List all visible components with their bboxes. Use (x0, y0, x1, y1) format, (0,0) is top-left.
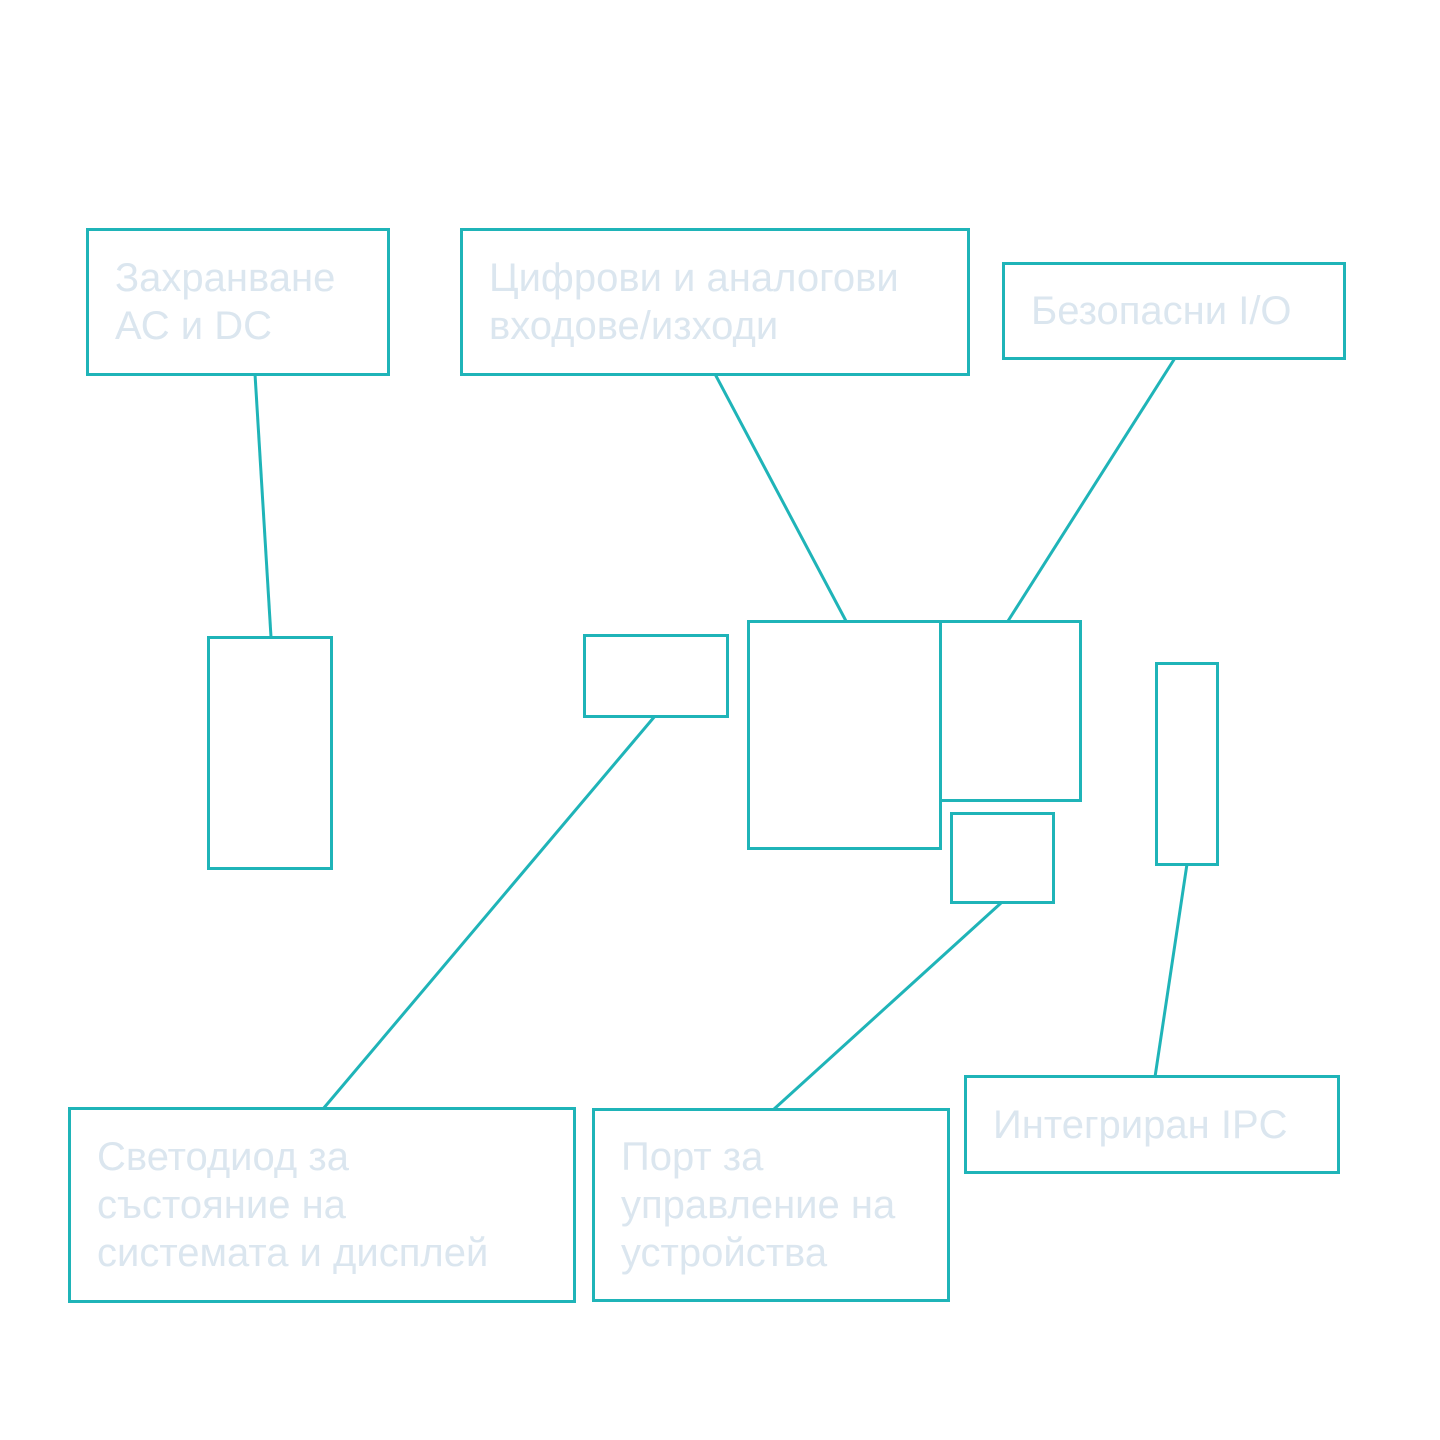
callout-mgmt-port-text: Порт за управление на устройства (621, 1135, 896, 1275)
callout-status-led: Светодиод за състояние на системата и ди… (68, 1107, 576, 1303)
target-mgmt-port (950, 812, 1055, 904)
connector-safe-io (1006, 357, 1177, 622)
connector-power (253, 373, 273, 638)
callout-power-text: Захранване АС и DC (115, 256, 336, 348)
connector-status-led (321, 715, 657, 1110)
callout-io-text: Цифрови и аналогови входове/изходи (489, 256, 899, 348)
connector-ipc (1153, 863, 1189, 1078)
target-ipc (1155, 662, 1219, 866)
callout-ipc-text: Интегриран IPC (993, 1102, 1288, 1147)
connector-mgmt-port (771, 901, 1003, 1112)
target-status-display (583, 634, 729, 718)
callout-status-led-text: Светодиод за състояние на системата и ди… (97, 1135, 489, 1275)
callout-ipc: Интегриран IPC (964, 1075, 1340, 1174)
callout-io: Цифрови и аналогови входове/изходи (460, 228, 970, 376)
connector-io (713, 373, 848, 622)
callout-safe-io: Безопасни I/O (1002, 262, 1346, 360)
callout-safe-io-text: Безопасни I/O (1031, 289, 1292, 333)
target-power-module (207, 636, 333, 870)
target-io-module (747, 620, 942, 850)
target-safe-io-module (939, 620, 1082, 802)
callout-power: Захранване АС и DC (86, 228, 390, 376)
callout-mgmt-port: Порт за управление на устройства (592, 1108, 950, 1302)
